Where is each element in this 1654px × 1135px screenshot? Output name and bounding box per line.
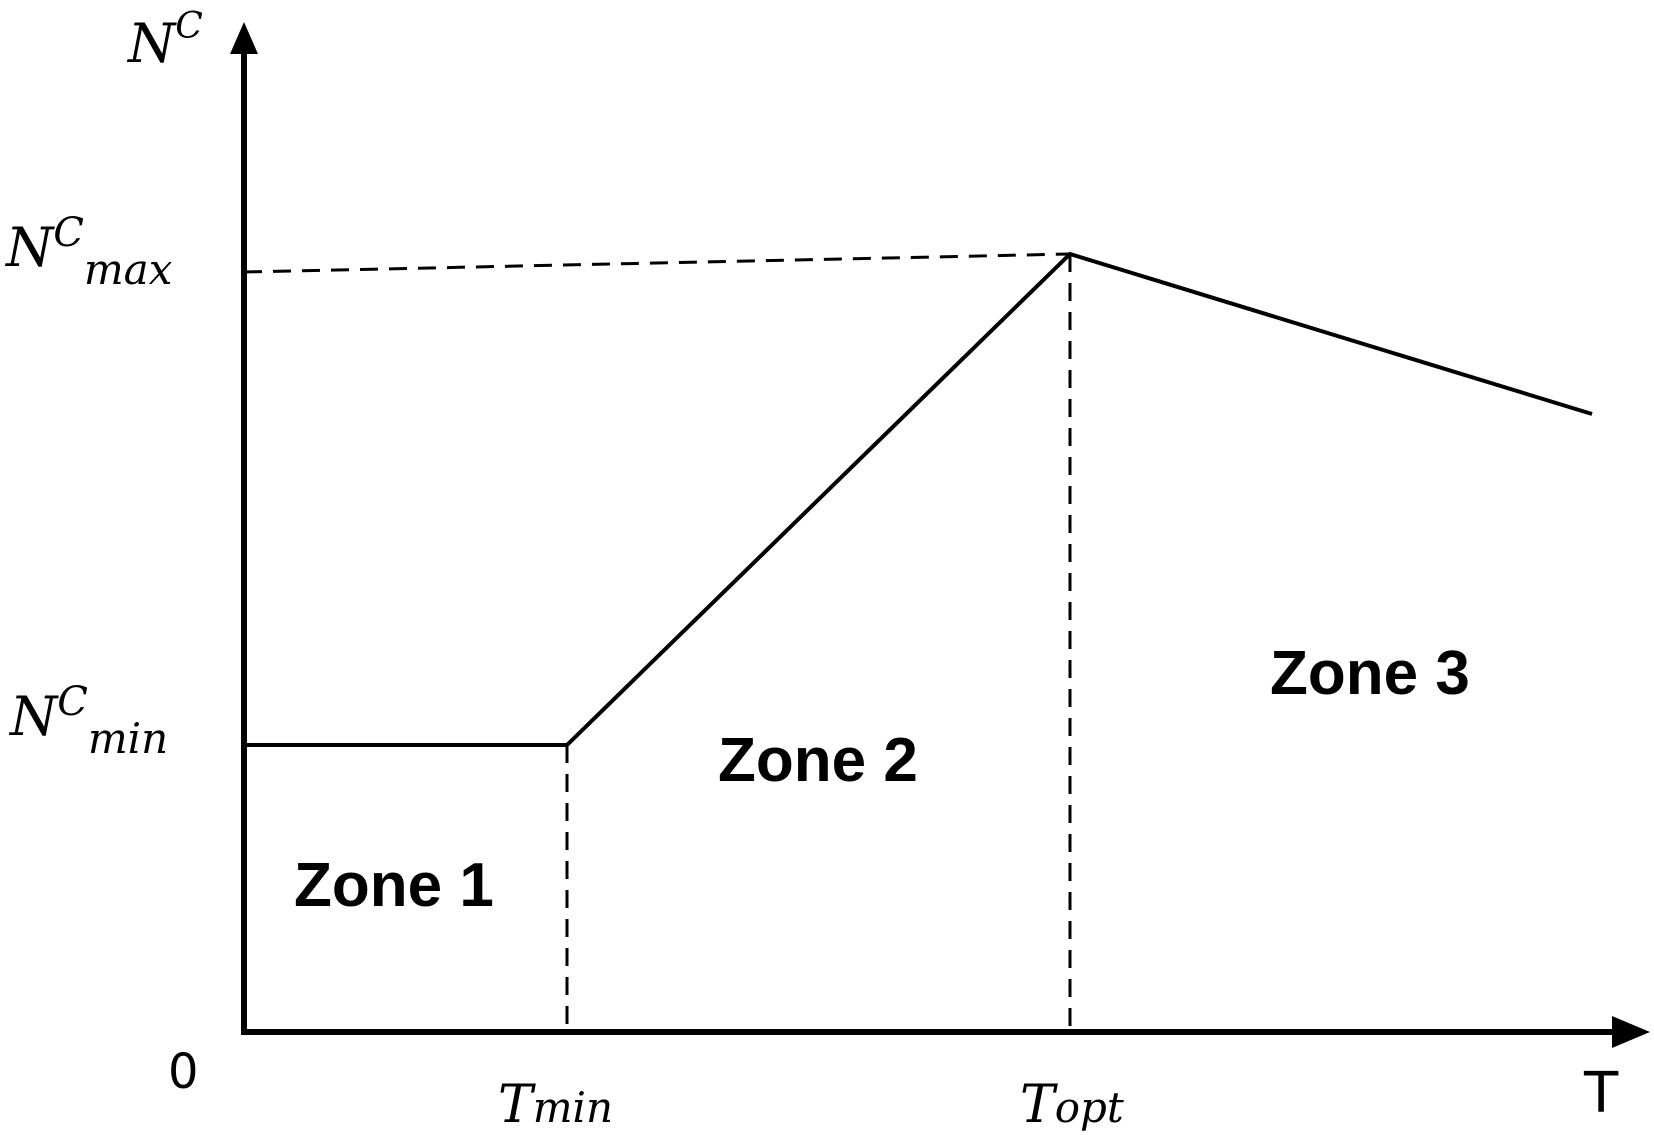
nc-response-curve [244,251,1593,747]
zone-2-label: Zone 2 [718,726,918,795]
x-tick-tmin-sub: min [533,1083,613,1132]
y-tick-nmin: NCmin [8,679,168,763]
y-axis-label-sup: C [175,6,203,47]
x-axis-arrowhead [1612,1016,1650,1048]
y-tick-nmax: NCmax [4,210,173,294]
y-axis-label-base: N [126,12,177,75]
x-axis-label: T [1583,1061,1619,1126]
x-tick-tmin: Tmin [498,1075,613,1135]
y-tick-nmax-sup: C [53,210,84,256]
y-axis-label: NC [126,6,203,75]
zone-1-label: Zone 1 [294,851,494,920]
x-tick-tmin-base: T [498,1075,536,1135]
y-tick-nmax-base: N [4,216,55,279]
y-tick-nmin-sub: min [88,714,168,763]
zone-3-label: Zone 3 [1270,639,1470,708]
y-tick-nmax-sub: max [84,245,173,294]
nmax-dashed-guide [243,252,1071,274]
x-tick-topt: Topt [1020,1075,1124,1135]
y-tick-nmin-base: N [8,685,59,748]
x-tick-topt-sub: opt [1055,1083,1124,1132]
y-tick-nmin-sup: C [57,679,88,725]
x-tick-topt-base: T [1020,1075,1058,1135]
y-axis-arrowhead [230,22,258,54]
origin-label: 0 [168,1044,199,1100]
